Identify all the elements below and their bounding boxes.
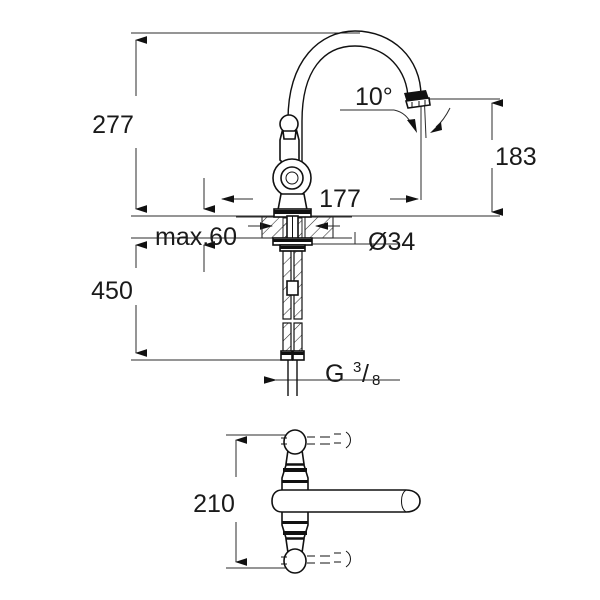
dim-counter-thickness: max.60 xyxy=(155,178,237,272)
dim-spout-angle: 10° xyxy=(340,83,451,139)
faucet-body xyxy=(272,30,431,396)
valve-neck xyxy=(279,114,300,168)
counter-slab-right xyxy=(304,216,334,239)
dim-handle-spread-label: 210 xyxy=(193,490,235,518)
witness-lines xyxy=(131,32,500,361)
dim-reach-label: 177 xyxy=(319,185,361,213)
side-elevation-view: 277 450 max.60 183 xyxy=(91,30,537,396)
dim-supply-length: 450 xyxy=(91,241,147,357)
dim-thread: G 3 / 8 xyxy=(264,359,400,389)
dim-total-height-label: 277 xyxy=(92,111,134,139)
handle-top-knob xyxy=(283,429,307,455)
dim-hole-diameter-label: Ø34 xyxy=(368,228,415,256)
spout-outer-wall xyxy=(287,30,422,215)
dim-total-height: 277 xyxy=(92,36,147,213)
plan-handle-bottom xyxy=(281,538,351,574)
dim-spout-angle-label: 10° xyxy=(355,83,393,111)
aerator xyxy=(404,90,431,109)
plan-spout xyxy=(271,489,421,513)
dim-handle-spread: 210 xyxy=(193,436,247,566)
dim-thread-denominator: 8 xyxy=(372,372,380,389)
counter-section xyxy=(236,216,352,239)
dim-spout-height: 183 xyxy=(491,99,537,216)
valve-hub xyxy=(272,158,312,198)
dim-thread-label: G xyxy=(325,360,344,388)
handle-top-rotation-marks xyxy=(281,431,351,449)
dim-supply-length-label: 450 xyxy=(91,277,133,305)
dim-thread-numerator: 3 xyxy=(353,359,361,376)
dim-thread-slash: / xyxy=(362,360,369,388)
mounting-shank xyxy=(282,215,303,241)
handle-bottom-rotation-marks xyxy=(281,550,351,568)
dim-reach: 177 xyxy=(221,105,422,213)
dim-spout-height-label: 183 xyxy=(495,143,537,171)
top-plan-view: 210 xyxy=(193,429,421,574)
dim-counter-thickness-label: max.60 xyxy=(155,223,237,251)
faucet-base xyxy=(273,193,312,218)
supply-hoses xyxy=(280,250,305,396)
handle-bottom-knob xyxy=(283,548,307,574)
plan-handle-top xyxy=(281,429,351,465)
locknut-stack xyxy=(272,237,313,252)
spout-inner-wall xyxy=(301,45,409,214)
